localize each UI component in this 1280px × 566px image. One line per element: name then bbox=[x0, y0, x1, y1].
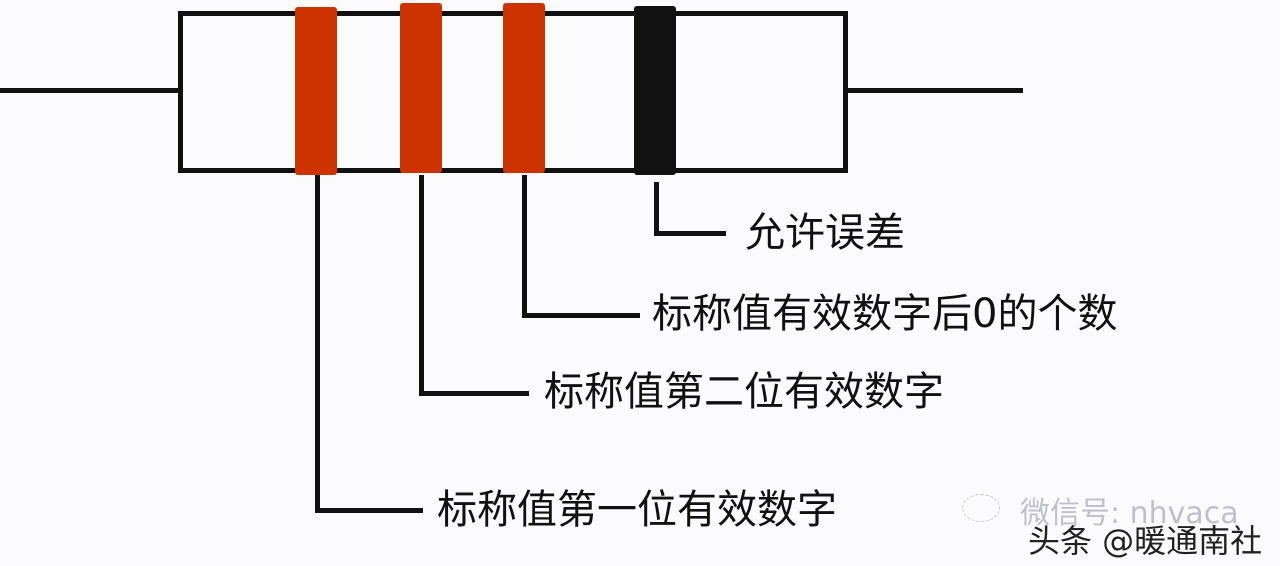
leader-tolerance-vertical bbox=[654, 182, 659, 236]
leader-first-digit-horizontal bbox=[315, 508, 423, 513]
leader-tolerance-horizontal bbox=[654, 231, 726, 236]
watermark-toutiao: 头条 @暖通南社 bbox=[1028, 522, 1263, 560]
band-3-red bbox=[503, 3, 545, 173]
wechat-logo-icon bbox=[962, 494, 1000, 522]
leader-second-digit-horizontal bbox=[419, 391, 529, 396]
band-4-black bbox=[634, 6, 676, 175]
band-1-red bbox=[295, 7, 337, 175]
watermark-wechat: 微信号: nhvaca bbox=[1020, 496, 1239, 531]
band-2-red bbox=[400, 3, 442, 173]
left-lead-wire bbox=[0, 88, 180, 93]
leader-multiplier-vertical bbox=[522, 175, 527, 318]
label-tolerance: 允许误差 bbox=[745, 210, 905, 256]
label-first-digit: 标称值第一位有效数字 bbox=[437, 487, 837, 533]
label-second-digit: 标称值第二位有效数字 bbox=[544, 369, 944, 415]
label-multiplier: 标称值有效数字后0的个数 bbox=[652, 291, 1118, 337]
leader-multiplier-horizontal bbox=[522, 313, 640, 318]
leader-first-digit-vertical bbox=[315, 175, 320, 513]
leader-second-digit-vertical bbox=[419, 175, 424, 396]
right-lead-wire bbox=[843, 88, 1023, 93]
